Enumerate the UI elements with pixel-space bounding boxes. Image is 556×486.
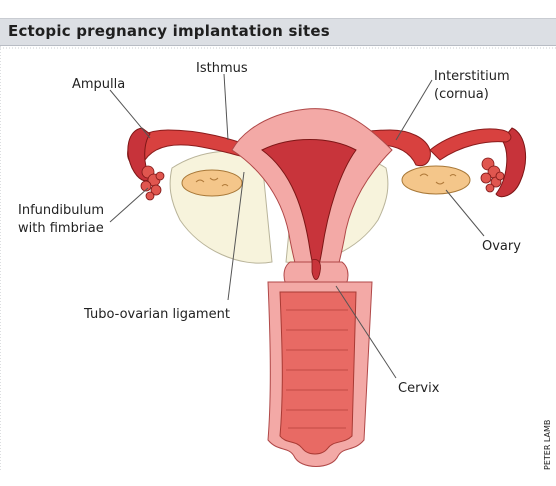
- right-tube-outer: [430, 129, 511, 160]
- leader-infundibulum: [110, 188, 148, 222]
- label-cornua: (cornua): [434, 87, 489, 102]
- leader-ovary: [446, 190, 484, 236]
- label-ovary: Ovary: [482, 239, 521, 254]
- leader-ampulla: [110, 90, 150, 138]
- leader-isthmus: [224, 74, 228, 140]
- label-infundibulum: Infundibulum: [18, 203, 104, 218]
- right-ovary: [402, 166, 470, 194]
- leader-interstitium: [396, 80, 432, 140]
- left-ovary: [182, 170, 242, 196]
- vaginal-canal: [280, 292, 356, 454]
- label-fimbriae: with fimbriae: [18, 221, 104, 236]
- label-tubo-ovarian-ligament: Tubo-ovarian ligament: [83, 307, 230, 322]
- left-fimbriae: [141, 166, 164, 200]
- label-interstitium: Interstitium: [434, 69, 510, 84]
- artist-credit: PETER LAMB: [543, 420, 552, 470]
- label-ampulla: Ampulla: [72, 77, 125, 92]
- label-isthmus: Isthmus: [196, 61, 248, 76]
- label-cervix: Cervix: [398, 381, 440, 396]
